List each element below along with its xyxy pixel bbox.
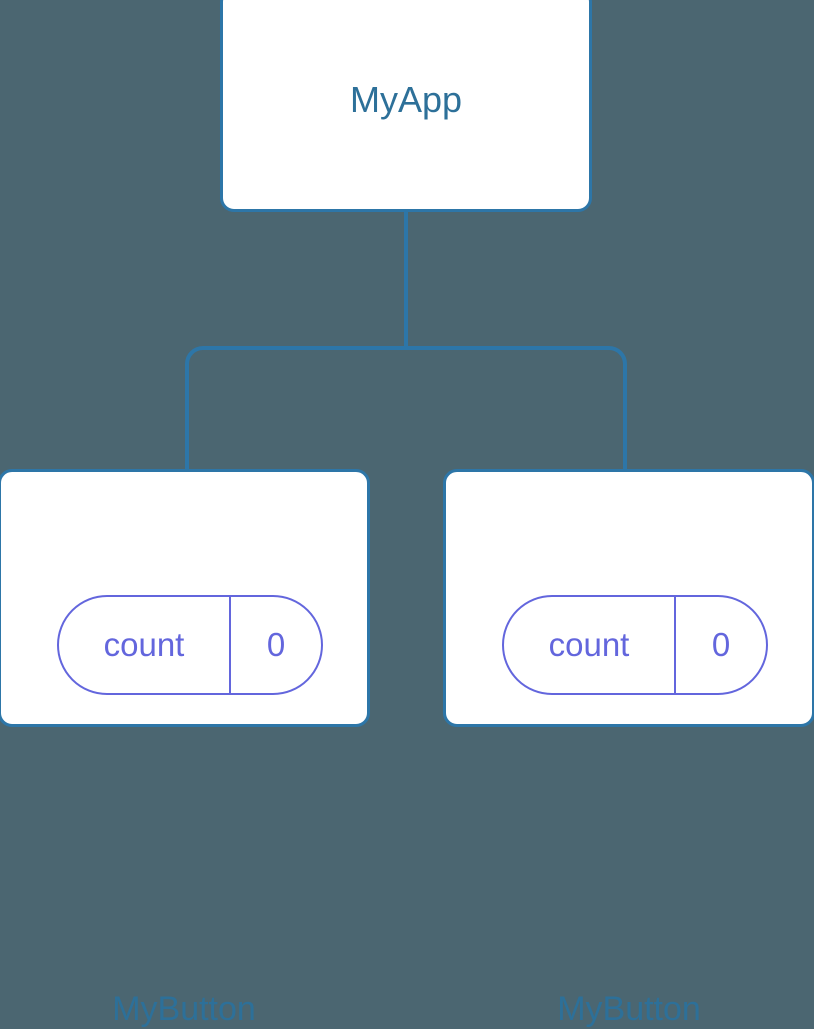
edge-layer	[185, 211, 627, 472]
component-node-title: MyButton	[112, 990, 256, 1028]
prop-key-label: count	[59, 597, 231, 693]
component-node-title: MyApp	[349, 79, 463, 120]
prop-value-label: 0	[711, 626, 731, 663]
component-node-mybutton-0[interactable]: MyButton count 0	[0, 469, 370, 1028]
component-node-myapp[interactable]: MyApp	[220, 0, 592, 212]
edge-root-to-mybutton-left	[185, 346, 406, 472]
prop-value-label: 0	[266, 626, 286, 663]
edge-root-to-mybutton-right	[406, 346, 627, 472]
prop-badge-count[interactable]: count 0	[57, 595, 323, 695]
prop-key-label: count	[504, 597, 676, 693]
prop-badge-count[interactable]: count 0	[502, 595, 768, 695]
component-node-mybutton-1[interactable]: MyButton count 0	[443, 469, 814, 1028]
component-node-title: MyButton	[557, 990, 701, 1028]
